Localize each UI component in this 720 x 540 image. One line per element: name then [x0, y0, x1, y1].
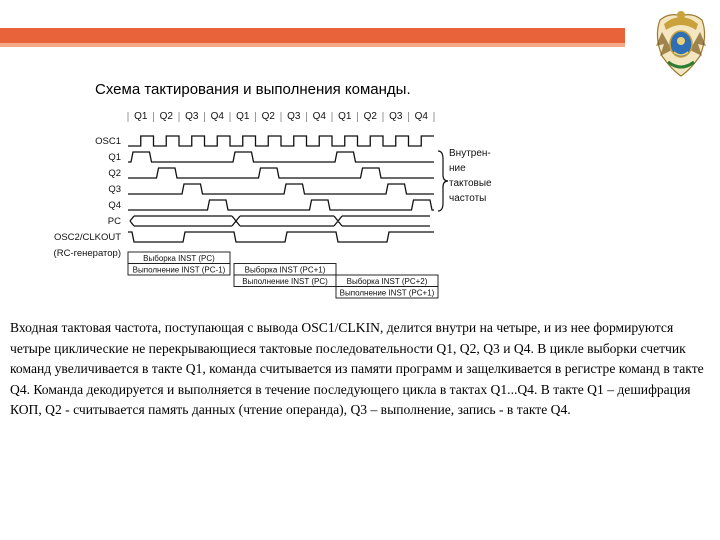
pipeline-box-label: Выборка INST (PC+2): [347, 277, 428, 286]
q-phase-label: Q3: [287, 111, 301, 122]
q3-waveform: [128, 183, 434, 195]
brace-label-line: ние: [449, 163, 466, 174]
signal-label: Q4: [108, 200, 121, 211]
signal-label: Q3: [108, 184, 121, 195]
header-accent-band: [0, 28, 625, 43]
signal-label: OSC2/CLKOUT: [54, 232, 121, 243]
q-phase-label: Q1: [338, 111, 352, 122]
pipeline-box-label: Выполнение INST (PC): [242, 277, 328, 286]
q-phase-label: Q3: [389, 111, 403, 122]
signal-label: PC: [108, 216, 121, 227]
header-accent-stripe: [0, 43, 625, 47]
description-text: Входная тактовая частота, поступающая с …: [10, 320, 704, 417]
signal-label: Q1: [108, 152, 121, 163]
diagram-title: Схема тактирования и выполнения команды.: [95, 81, 411, 98]
signal-label: Q2: [108, 168, 121, 179]
q-phase-label: Q4: [313, 111, 327, 122]
brace-label-line: частоты: [449, 193, 486, 204]
q1-waveform: [128, 151, 434, 163]
q-phase-label: Q2: [262, 111, 276, 122]
q-phase-label: Q2: [160, 111, 174, 122]
clock-group-brace: [437, 150, 449, 212]
pipeline-box: [335, 286, 439, 299]
pipeline-box-label: Выполнение INST (PC-1): [133, 266, 226, 275]
q2-waveform: [128, 167, 434, 179]
signal-label: (RC-генератор): [54, 248, 121, 259]
signal-label: OSC1: [95, 136, 121, 147]
crest-emblem-icon: [656, 11, 706, 77]
q-phase-label: Q1: [134, 111, 148, 122]
q-phase-label: Q3: [185, 111, 199, 122]
pipeline-box-label: Выполнение INST (PC+1): [340, 289, 435, 298]
pipeline-box-label: Выборка INST (PC): [143, 254, 215, 263]
osc2-clkout-waveform: [128, 231, 434, 243]
q-phase-label: Q4: [211, 111, 225, 122]
pipeline-box: [127, 263, 231, 276]
osc1-waveform: [128, 135, 434, 147]
brace-label-line: тактовые: [449, 178, 492, 189]
pc-bus-waveform: [129, 215, 430, 227]
q-phase-label: Q2: [364, 111, 378, 122]
q4-waveform: [128, 199, 434, 211]
q-phase-label: Q1: [236, 111, 250, 122]
brace-label-line: Внутрен-: [449, 148, 491, 159]
q-phase-label: Q4: [415, 111, 429, 122]
pipeline-box-label: Выборка INST (PC+1): [245, 266, 326, 275]
